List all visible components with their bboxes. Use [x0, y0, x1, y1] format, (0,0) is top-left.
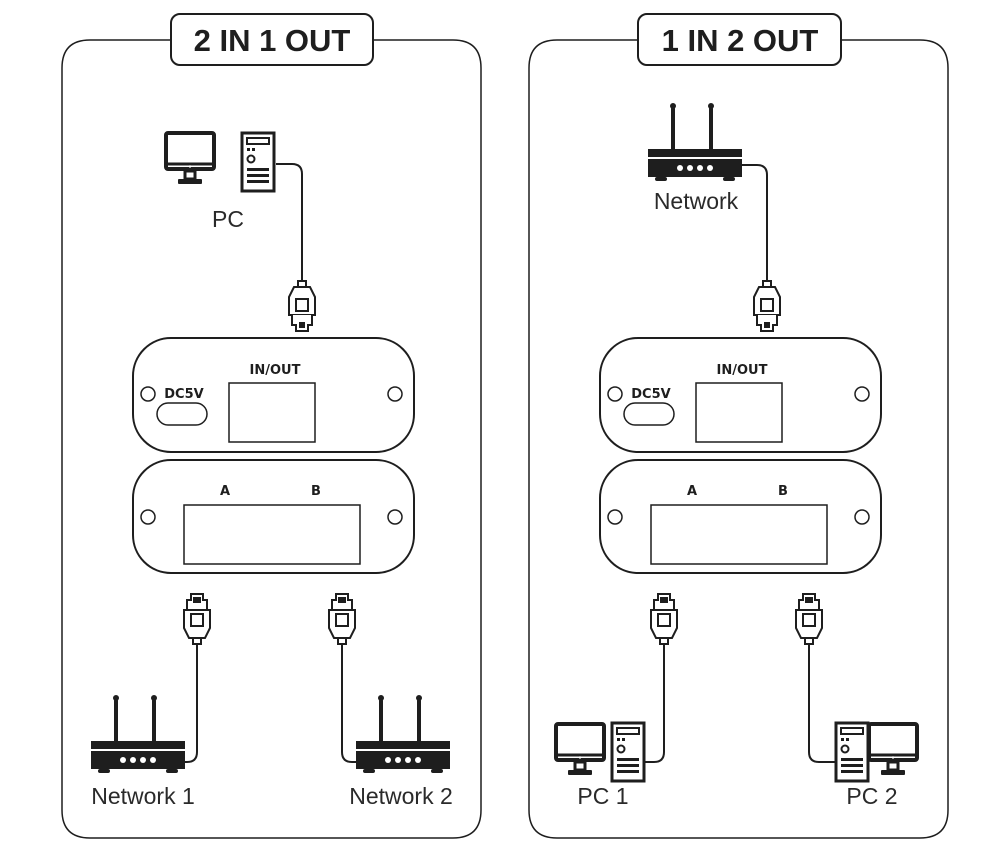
- router-icon: [356, 695, 450, 773]
- panel-title-box: [170, 13, 374, 66]
- switch-lower-panel: A B: [599, 459, 882, 574]
- panel-title: 2 IN 1 OUT: [194, 23, 351, 58]
- device-label-pc-1: PC 1: [577, 783, 628, 809]
- switch-lower-panel: A B: [132, 459, 415, 574]
- port-a-label: A: [220, 484, 230, 499]
- switch-upper-panel: DC5V IN/OUT: [132, 337, 415, 453]
- monitor-icon: [164, 131, 216, 186]
- power-label: DC5V: [164, 387, 203, 402]
- ethernet-cable: [645, 644, 665, 763]
- upper-port-label: IN/OUT: [717, 363, 768, 378]
- ethernet-cable: [276, 163, 303, 281]
- screw-hole-icon: [607, 509, 623, 525]
- ethernet-cable: [341, 644, 358, 763]
- pc-1-icon: [554, 721, 646, 783]
- ethernet-cable: [181, 644, 198, 763]
- port-b-label: B: [311, 484, 321, 499]
- pc-icon: [164, 131, 276, 193]
- panel-title-box: [637, 13, 842, 66]
- device-label-pc-2: PC 2: [846, 783, 897, 809]
- rj45-plug-icon: [753, 280, 781, 332]
- router-icon: [91, 695, 185, 773]
- panel-border: [61, 39, 482, 839]
- screw-hole-icon: [607, 386, 623, 402]
- rj45-plug-icon: [288, 280, 316, 332]
- upper-port-label: IN/OUT: [250, 363, 301, 378]
- screw-hole-icon: [140, 509, 156, 525]
- in-out-port: [228, 382, 316, 443]
- tower-icon: [834, 721, 870, 783]
- rj45-plug-icon: [795, 593, 823, 645]
- dc-power-jack: [156, 402, 208, 426]
- tower-icon: [240, 131, 276, 193]
- screw-hole-icon: [140, 386, 156, 402]
- screw-hole-icon: [387, 509, 403, 525]
- rj45-plug-icon: [328, 593, 356, 645]
- rj45-plug-icon: [650, 593, 678, 645]
- ethernet-cable: [808, 644, 839, 763]
- pc-2-icon: [834, 721, 919, 783]
- monitor-icon: [554, 722, 606, 777]
- ethernet-cable: [742, 164, 768, 281]
- screw-hole-icon: [854, 509, 870, 525]
- ab-port: [183, 504, 361, 565]
- device-label-network-1: Network 1: [91, 783, 195, 809]
- dc-power-jack: [623, 402, 675, 426]
- port-b-label: B: [778, 484, 788, 499]
- device-label-network: Network: [654, 188, 739, 214]
- panel-title: 1 IN 2 OUT: [662, 23, 819, 58]
- panel-1-in-2-out: 1 IN 2 OUT Network DC5V IN/OUT A B: [528, 13, 949, 839]
- rj45-plug-icon: [183, 593, 211, 645]
- screw-hole-icon: [387, 386, 403, 402]
- panel-2-in-1-out: 2 IN 1 OUT PC DC5V IN/OUT A B: [61, 13, 482, 839]
- device-label-network-2: Network 2: [349, 783, 453, 809]
- switch-upper-panel: DC5V IN/OUT: [599, 337, 882, 453]
- router-icon: [648, 103, 742, 181]
- screw-hole-icon: [854, 386, 870, 402]
- power-label: DC5V: [631, 387, 670, 402]
- ab-port: [650, 504, 828, 565]
- panel-border: [528, 39, 949, 839]
- device-label-pc: PC: [212, 206, 244, 232]
- port-a-label: A: [687, 484, 697, 499]
- tower-icon: [610, 721, 646, 783]
- in-out-port: [695, 382, 783, 443]
- monitor-icon: [867, 722, 919, 777]
